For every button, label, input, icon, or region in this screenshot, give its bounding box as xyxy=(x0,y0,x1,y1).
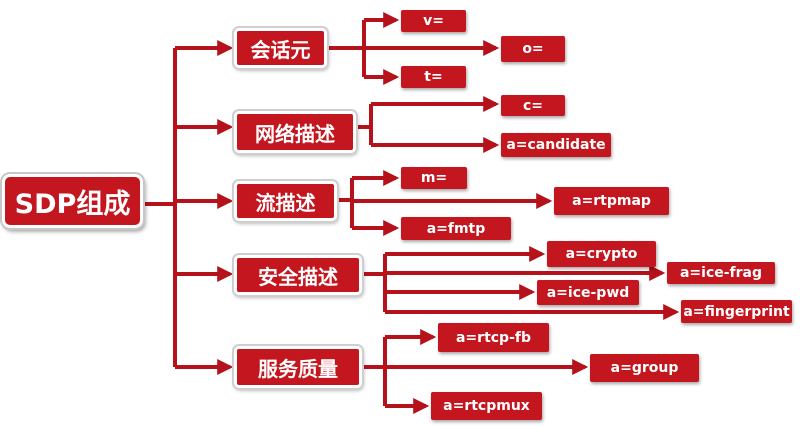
leaf-rtcp-fb: a=rtcp-fb xyxy=(438,323,549,352)
leaf-fingerprint: a=fingerprint xyxy=(681,300,792,323)
category-media: 流描述 xyxy=(234,181,337,221)
root-node-sdp: SDP组成 xyxy=(2,174,143,228)
leaf-rtcpmux: a=rtcpmux xyxy=(431,392,542,420)
leaf-candidate: a=candidate xyxy=(501,133,611,157)
leaf-fmtp: a=fmtp xyxy=(401,217,511,240)
category-security: 安全描述 xyxy=(234,255,362,295)
leaf-rtpmap: a=rtpmap xyxy=(554,187,669,215)
leaf-t: t= xyxy=(401,66,466,88)
leaf-crypto: a=crypto xyxy=(547,241,656,267)
leaf-ice-pwd: a=ice-pwd xyxy=(537,280,639,305)
leaf-ice-frag: a=ice-frag xyxy=(667,262,775,284)
leaf-v: v= xyxy=(401,10,466,32)
leaf-m: m= xyxy=(401,167,467,189)
category-qos: 服务质量 xyxy=(234,346,362,388)
category-network: 网络描述 xyxy=(234,111,356,153)
leaf-group: a=group xyxy=(590,354,699,382)
category-session: 会话元 xyxy=(234,28,327,68)
leaf-o: o= xyxy=(501,36,565,62)
leaf-c: c= xyxy=(501,95,565,116)
